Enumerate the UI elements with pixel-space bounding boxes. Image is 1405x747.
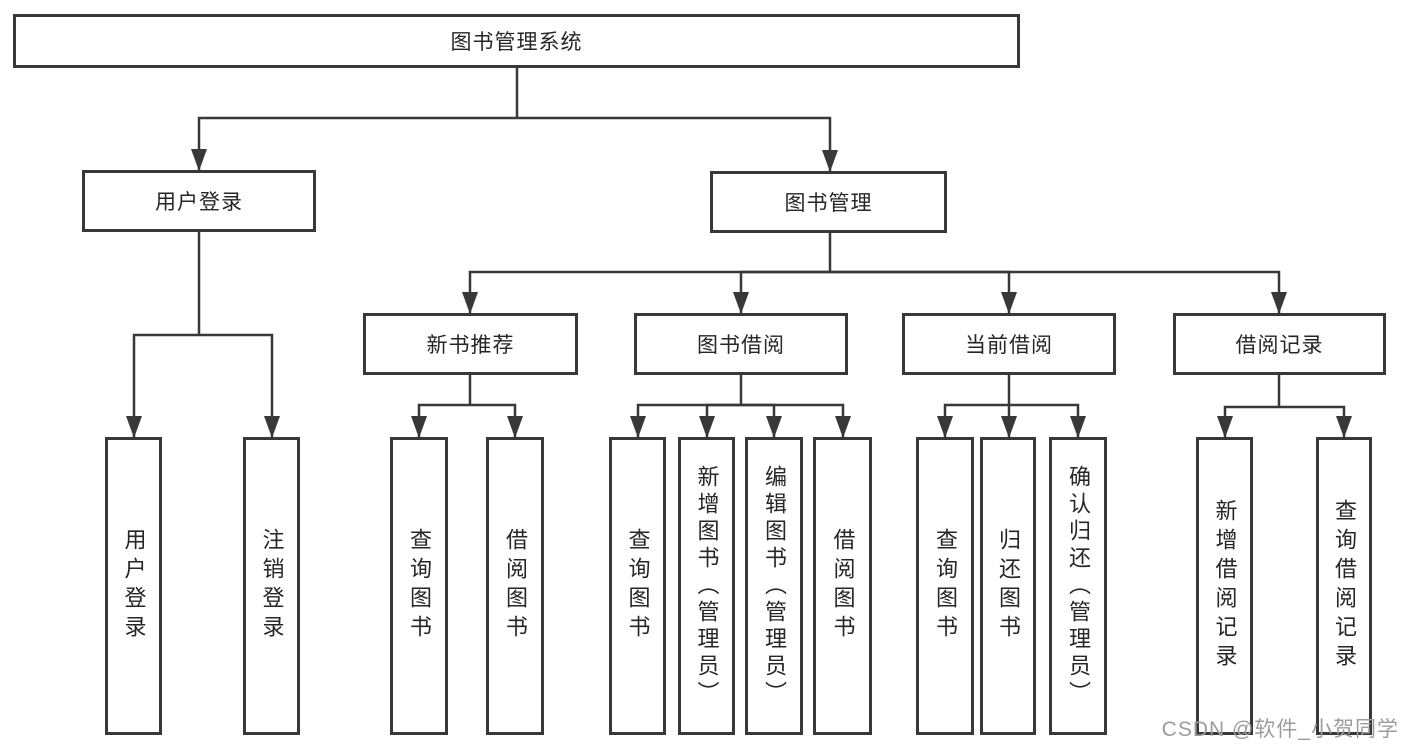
leaf-label: 确认归还（管理员） <box>1066 464 1091 708</box>
leaf-label: 注销登录 <box>259 528 285 644</box>
leaf-borrow-books-borrowing: 借阅图书 <box>813 437 872 735</box>
node-label: 用户登录 <box>155 191 243 214</box>
leaf-label: 编辑图书（管理员） <box>762 464 787 708</box>
leaf-add-books-admin: 新增图书（管理员） <box>678 437 735 735</box>
leaf-query-books-current: 查询图书 <box>916 437 974 735</box>
node-user-login-branch: 用户登录 <box>82 170 316 232</box>
leaf-label: 查询图书 <box>933 528 958 644</box>
node-label: 借阅记录 <box>1235 334 1324 357</box>
leaf-query-books-recommend: 查询图书 <box>390 437 448 735</box>
leaf-query-books-borrowing: 查询图书 <box>609 437 666 735</box>
node-label: 当前借阅 <box>965 334 1053 357</box>
node-label: 图书借阅 <box>697 334 785 357</box>
leaf-label: 借阅图书 <box>503 528 528 644</box>
leaf-label: 借阅图书 <box>830 528 856 644</box>
leaf-label: 查询图书 <box>407 528 432 644</box>
leaf-label: 查询图书 <box>625 528 651 644</box>
leaf-edit-books-admin: 编辑图书（管理员） <box>745 437 803 735</box>
node-book-borrowing: 图书借阅 <box>634 313 848 375</box>
leaf-user-login: 用户登录 <box>105 437 162 735</box>
leaf-add-borrow-record: 新增借阅记录 <box>1196 437 1253 735</box>
node-new-book-recommend: 新书推荐 <box>363 313 578 375</box>
leaf-label: 用户登录 <box>121 528 147 644</box>
leaf-return-books: 归还图书 <box>980 437 1036 735</box>
csdn-watermark: CSDN @软件_小贺同学 <box>1161 718 1399 741</box>
node-book-management-branch: 图书管理 <box>710 171 947 233</box>
leaf-label: 新增借阅记录 <box>1212 499 1238 673</box>
leaf-label: 新增图书（管理员） <box>694 464 720 708</box>
leaf-borrow-books-recommend: 借阅图书 <box>486 437 544 735</box>
node-borrowing-records: 借阅记录 <box>1173 313 1386 375</box>
leaf-logout: 注销登录 <box>243 437 300 735</box>
node-label: 图书管理 <box>784 192 873 215</box>
leaf-label: 查询借阅记录 <box>1332 499 1357 673</box>
node-label: 新书推荐 <box>426 334 515 357</box>
node-library-management-system: 图书管理系统 <box>13 14 1020 68</box>
leaf-label: 归还图书 <box>996 528 1021 644</box>
node-label: 图书管理系统 <box>450 31 583 54</box>
leaf-confirm-return-admin: 确认归还（管理员） <box>1049 437 1107 735</box>
node-current-borrowing: 当前借阅 <box>902 313 1116 375</box>
leaf-query-borrow-record: 查询借阅记录 <box>1316 437 1372 735</box>
